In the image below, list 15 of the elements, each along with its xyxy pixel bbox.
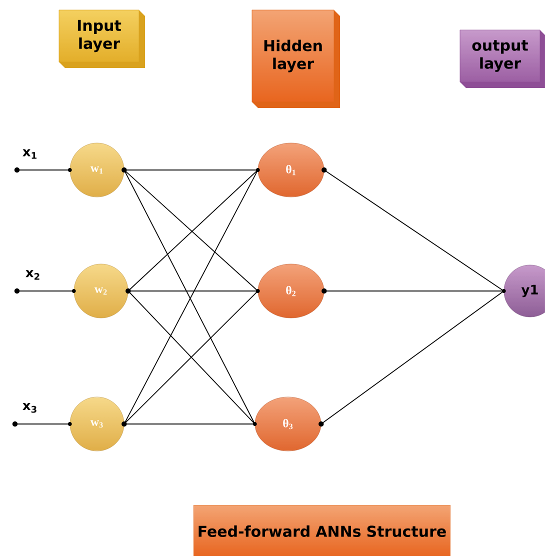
connector xyxy=(324,290,504,292)
connector xyxy=(324,170,504,292)
layer-box: Hidden layer xyxy=(252,10,340,108)
layer-box: output layer xyxy=(460,30,545,88)
caption-box: Feed-forward ANNs Structure xyxy=(193,505,451,556)
connector xyxy=(16,290,74,292)
node-label: x$_{2}$ xyxy=(26,270,40,280)
node-label: x$_{3}$ xyxy=(22,402,36,413)
node-label: x$_{1}$ xyxy=(22,149,36,159)
input-terminal: x$_{1}$ xyxy=(14,149,36,173)
connector xyxy=(128,290,258,292)
input-terminal: x$_{3}$ xyxy=(12,402,36,427)
connector xyxy=(320,290,504,424)
layer-box: Input layer xyxy=(58,10,145,68)
input-terminal: x$_{2}$ xyxy=(14,270,40,294)
